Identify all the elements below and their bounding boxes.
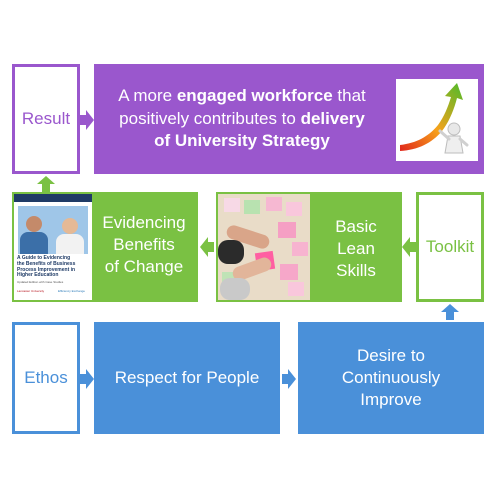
- sticky-notes-image: [218, 194, 310, 300]
- result-statement: A more engaged workforce that positively…: [94, 85, 390, 154]
- arrow-right-icon: [80, 110, 94, 130]
- cover-subtitle: Updated Edition with Case Studies: [17, 280, 64, 284]
- result-text-part: A more: [118, 85, 177, 105]
- growth-arrow-image: [396, 79, 478, 161]
- result-text-part: that: [332, 85, 366, 105]
- cover-header-bar: [14, 194, 92, 202]
- arrow-left-icon: [200, 237, 214, 257]
- evidencing-line: Evidencing: [102, 213, 186, 232]
- growth-arrow-icon: [400, 83, 469, 154]
- lean-line: Basic: [335, 217, 377, 236]
- lean-skills-text: Basic Lean Skills: [312, 216, 400, 282]
- arrow-right-icon: [282, 369, 296, 389]
- desire-line: Improve: [360, 390, 422, 410]
- result-label: Result: [21, 108, 71, 128]
- desire-text: Desire to Continuously Improve: [342, 345, 440, 411]
- cover-title-line: A Guide to Evidencing: [17, 255, 71, 261]
- cover-title-line: the Benefits of Business: [17, 260, 76, 267]
- evidencing-line: Benefits: [113, 235, 175, 255]
- toolkit-label: Toolkit: [425, 236, 475, 256]
- result-text-bold: delivery: [300, 108, 365, 128]
- cover-logo-left: Lancaster University: [17, 289, 45, 293]
- ethos-label: Ethos: [24, 367, 68, 387]
- result-text-part: positively contributes to: [119, 108, 301, 128]
- respect-text: Respect for People: [114, 367, 260, 387]
- arrow-left-icon: [402, 237, 416, 257]
- lean-line: Skills: [336, 261, 376, 281]
- evidencing-line: of Change: [104, 257, 184, 277]
- lean-line: Lean: [337, 239, 375, 259]
- cover-title-line: Process Improvement in: [17, 266, 76, 273]
- cover-title: A Guide to Evidencing the Benefits of Bu…: [17, 255, 89, 285]
- cover-photo: [18, 206, 88, 254]
- guide-cover-image: A Guide to Evidencing the Benefits of Bu…: [14, 194, 92, 300]
- arrow-right-icon: [80, 369, 94, 389]
- desire-line: Continuously: [341, 367, 441, 387]
- arrow-up-icon: [441, 304, 459, 320]
- desire-box: Desire to Continuously Improve: [298, 322, 484, 434]
- result-label-box: Result: [12, 64, 80, 174]
- respect-box: Respect for People: [94, 322, 280, 434]
- desire-line: Desire to: [356, 345, 426, 365]
- cover-logo-right: Efficiency Exchange: [58, 289, 85, 293]
- result-text-bold: of University Strategy: [154, 131, 330, 151]
- result-text-bold: engaged workforce: [176, 85, 333, 105]
- toolkit-label-box: Toolkit: [416, 192, 484, 302]
- ethos-label-box: Ethos: [12, 322, 80, 434]
- arrow-up-icon: [37, 176, 55, 192]
- evidencing-text: Evidencing Benefits of Change: [92, 212, 196, 278]
- cover-title-line: Higher Education: [17, 272, 59, 279]
